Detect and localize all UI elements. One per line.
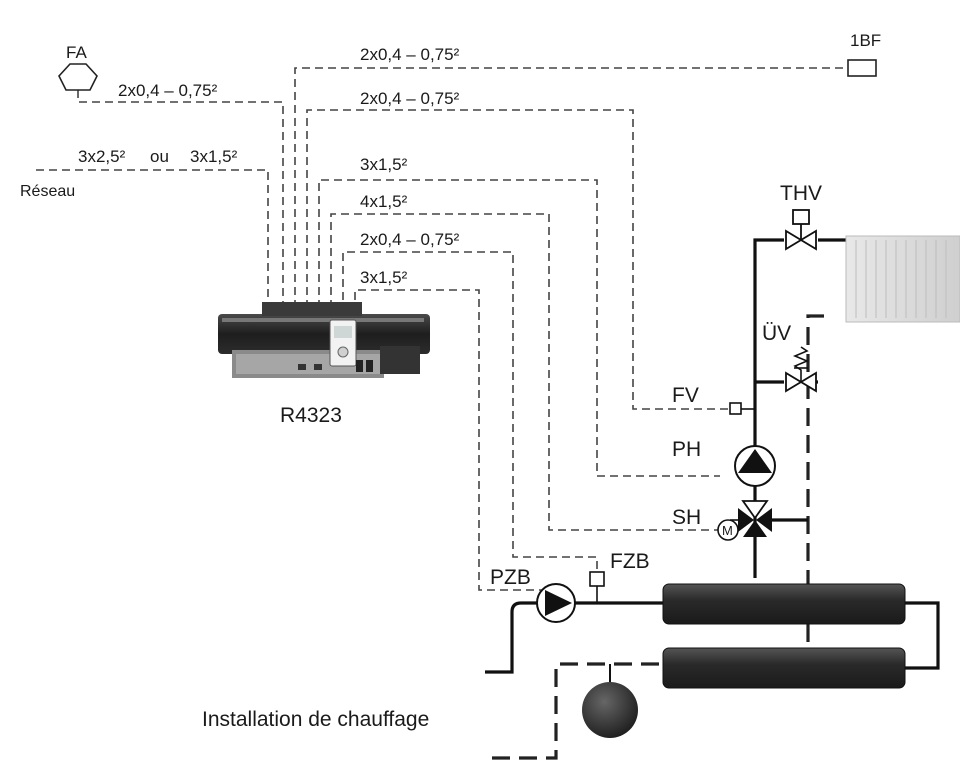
cable-fzb [342,251,598,572]
circulation-pump-icon [536,583,576,623]
mains-label-b: 3x1,5² [190,147,238,166]
cable-label-sh: 4x1,5² [360,192,408,211]
boundary-line [488,314,824,760]
cable-sh [330,213,718,531]
label-pzb: PZB [490,566,531,589]
label-sh: SH [672,506,701,529]
cable-fa [77,90,284,308]
label-fv: FV [672,384,699,407]
label-ph: PH [672,438,701,461]
outdoor-sensor-icon [58,63,98,91]
controller-r4323 [218,302,430,378]
label-uv: ÜV [762,322,791,345]
cable-label-fv: 2x0,4 – 0,75² [360,89,460,108]
label-controller: R4323 [280,404,342,427]
expansion-vessel-icon [582,682,638,738]
label-reseau: Réseau [20,183,75,200]
mixing-valve-icon [717,500,772,541]
flow-sensor-icon [729,402,742,415]
cable-1bf [294,67,848,308]
cable-label-fa: 2x0,4 – 0,75² [118,81,218,100]
overflow-valve-icon [785,346,817,393]
label-fzb: FZB [610,550,650,573]
thermostatic-valve-icon [785,209,817,251]
cable-ph [318,179,720,477]
label-motor: M [722,523,733,538]
cable-label-pzb: 3x1,5² [360,268,408,287]
cable-label-fzb: 2x0,4 – 0,75² [360,230,460,249]
tank-upper [662,583,906,625]
label-1bf: 1BF [850,31,881,50]
mains-label-or: ou [150,147,169,166]
label-fa: FA [66,43,87,62]
label-installation: Installation de chauffage [202,708,429,731]
radiator [845,235,960,323]
dhw-pipe [485,601,663,674]
heating-pump-icon [734,445,776,487]
mains-label-a: 3x2,5² [78,147,126,166]
label-thv: THV [780,182,822,205]
tank-loop-pipe [905,601,940,670]
cable-label-ph: 3x1,5² [360,155,408,174]
cable-fv [306,109,730,410]
tank-lower [662,647,906,689]
dhw-sensor-icon [589,571,605,587]
cable-label-1bf: 2x0,4 – 0,75² [360,45,460,64]
room-unit-icon [847,59,877,77]
